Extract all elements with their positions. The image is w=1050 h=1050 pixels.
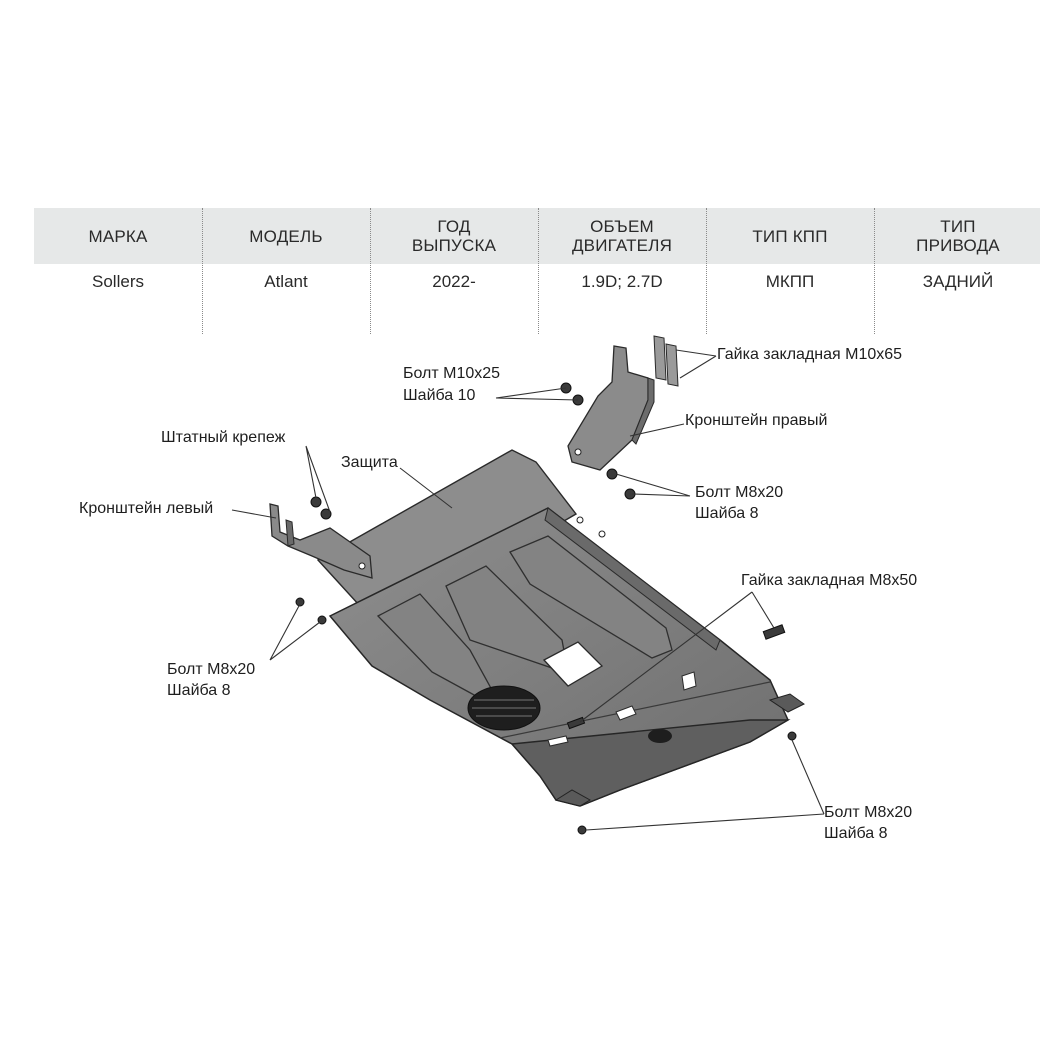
label-washer-8-left: Шайба 8 xyxy=(167,682,231,699)
label-bolt-m8x20-bottom: Болт М8х20 xyxy=(824,804,913,821)
leader-lines xyxy=(231,349,825,831)
right-bracket xyxy=(567,335,679,471)
label-bolt-m8x20-left: Болт М8х20 xyxy=(167,661,256,678)
spec-header-engine: ОБЪЕМ ДВИГАТЕЛЯ xyxy=(571,217,673,255)
spec-header-brand: МАРКА xyxy=(88,226,148,246)
label-nut-m8x50: Гайка закладная М8х50 xyxy=(741,572,918,589)
left-bracket xyxy=(269,503,373,579)
label-washer-8-bottom: Шайба 8 xyxy=(824,825,888,842)
spec-header-year: ГОД ВЫПУСКА xyxy=(411,217,497,255)
spec-divider xyxy=(370,208,371,334)
label-washer-8-right: Шайба 8 xyxy=(695,505,759,522)
label-bolt-m10x25: Болт М10х25 xyxy=(403,365,501,382)
spec-value-engine: 1.9D; 2.7D xyxy=(581,272,663,291)
spec-value-model: Atlant xyxy=(264,272,308,291)
spec-divider xyxy=(874,208,875,334)
spec-value-gearbox: МКПП xyxy=(765,272,815,291)
spec-table-header xyxy=(34,208,1040,264)
label-guard: Защита xyxy=(341,454,398,471)
guard-plate xyxy=(316,449,805,807)
spec-header-gearbox: ТИП КПП xyxy=(752,226,828,246)
spec-value-year: 2022- xyxy=(432,272,476,291)
spec-divider xyxy=(538,208,539,334)
label-bracket-right: Кронштейн правый xyxy=(685,412,828,429)
spec-table: МАРКА Sollers МОДЕЛЬ Atlant ГОД ВЫПУСКА … xyxy=(34,208,1040,334)
spec-header-model: МОДЕЛЬ xyxy=(249,226,323,246)
label-standard-fasteners: Штатный крепеж xyxy=(161,429,286,446)
spec-divider xyxy=(706,208,707,334)
label-washer-10: Шайба 10 xyxy=(403,387,476,404)
spec-divider xyxy=(202,208,203,334)
label-bolt-m8x20-right: Болт М8х20 xyxy=(695,484,784,501)
spec-value-brand: Sollers xyxy=(92,272,144,291)
label-bracket-left: Кронштейн левый xyxy=(79,500,214,517)
spec-header-drive: ТИП ПРИВОДА xyxy=(916,217,1000,255)
spec-value-drive: ЗАДНИЙ xyxy=(922,272,994,291)
label-nut-m10x65: Гайка закладная М10х65 xyxy=(717,346,903,363)
fastener-icons xyxy=(295,382,797,835)
